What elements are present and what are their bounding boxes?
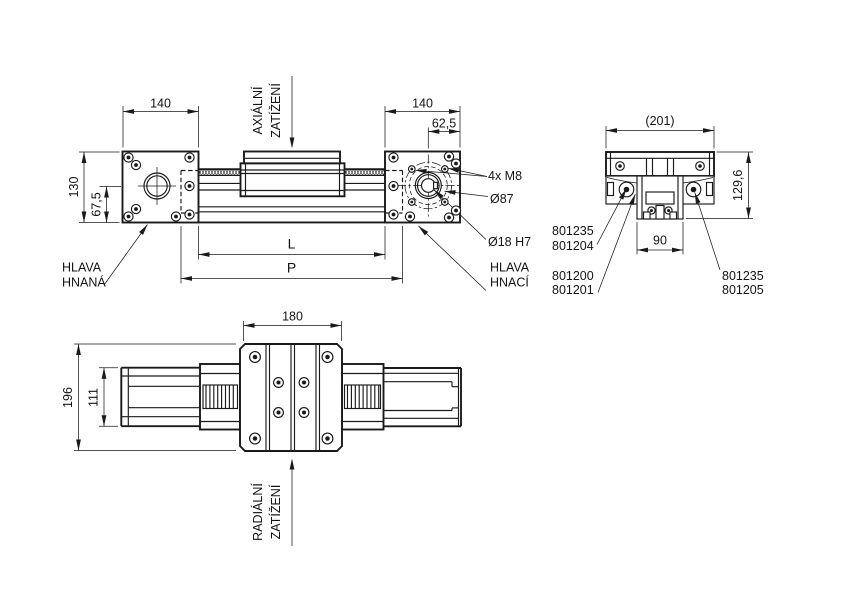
pilot-circle [408,166,448,205]
bellows-left [199,363,241,431]
keyway [433,181,438,190]
pn-right-leader [694,192,721,271]
driven-head-label-1: HLAVA [62,261,102,275]
carriage-body [239,162,346,198]
profile-rail [198,168,386,224]
shaft-bore-leader [433,189,487,240]
plan-annotations: RADIÁLNÍ ZATÍŽENÍ [250,460,293,546]
bottom-tslot-left [642,211,651,220]
drive-head-leader [418,225,487,291]
bellows-right [341,363,385,431]
pn-left-upper-2: 801204 [552,239,594,253]
driven-head-label-2: HNANÁ [62,275,106,290]
carriage-cap [243,150,341,165]
front-view: 140 140 62,5 130 67,5 L P [62,76,531,291]
dim-right-head-width: 140 [412,97,433,111]
bottom-channel [655,204,665,220]
plan-rail-right [383,367,462,428]
screw-icons [123,151,705,445]
dim-overall-width: (201) [645,114,674,128]
dim-axis-height: 67,5 [90,192,104,216]
carriage [239,150,346,198]
dimension-arrowheads [76,109,751,470]
dim-overall-height: 129,6 [731,170,745,201]
dim-shaft-offset: 62,5 [432,117,456,131]
side-tslot-left [606,181,615,197]
bolt-circle [404,161,452,210]
shaft-bore-label: Ø18 H7 [488,235,531,249]
dim-left-head-width: 140 [150,97,171,111]
axial-load-label-1: AXIÁLNÍ [250,86,265,134]
front-dimensions: 140 140 62,5 130 67,5 L P [67,97,461,284]
dim-plate-length: 196 [61,387,75,408]
drive-head-label-1: HLAVA [490,261,530,275]
part-number-callouts: 801235 801204 801200 801201 801235 80120… [552,188,764,297]
drive-head-label-2: HNACÍ [490,275,529,290]
driven-head-leader [103,224,148,286]
pn-left-lower-leader [597,193,636,293]
dim-stroke-length: L [288,236,296,252]
pn-left-upper-1: 801235 [552,224,594,238]
pn-left-lower-2: 801201 [552,283,594,297]
plan-carriage-plate [239,343,343,452]
ballscrew-knurl-band [198,169,386,176]
radial-load-label-2: ZATÍŽENÍ [268,484,283,539]
bolt-circle-label: Ø87 [490,192,514,206]
radial-load-label-1: RADIÁLNÍ [250,483,265,541]
flange-screws-leader-2 [415,169,488,177]
plan-rail-left [120,366,200,428]
bottom-tslot-right [669,211,678,220]
flange-screws-label: 4x M8 [488,169,522,183]
pn-right-2: 801205 [722,283,764,297]
dim-head-height: 130 [67,177,81,198]
profile-section [636,175,684,220]
side-tslot-right [705,181,714,197]
dim-profile-length: P [287,260,296,276]
side-view: (201) 129,6 90 801235 801204 801200 8012… [552,114,764,297]
dim-profile-width: 111 [87,388,101,407]
pn-right-1: 801235 [722,269,764,283]
spindle-nut [645,191,675,205]
dim-base-width: 90 [653,234,667,248]
pn-left-lower-1: 801200 [552,269,594,283]
plan-view: 180 196 111 RADIÁLNÍ ZATÍŽENÍ [61,310,462,546]
dim-plate-width: 180 [282,310,303,324]
axial-load-label-2: ZATÍŽENÍ [268,83,283,138]
